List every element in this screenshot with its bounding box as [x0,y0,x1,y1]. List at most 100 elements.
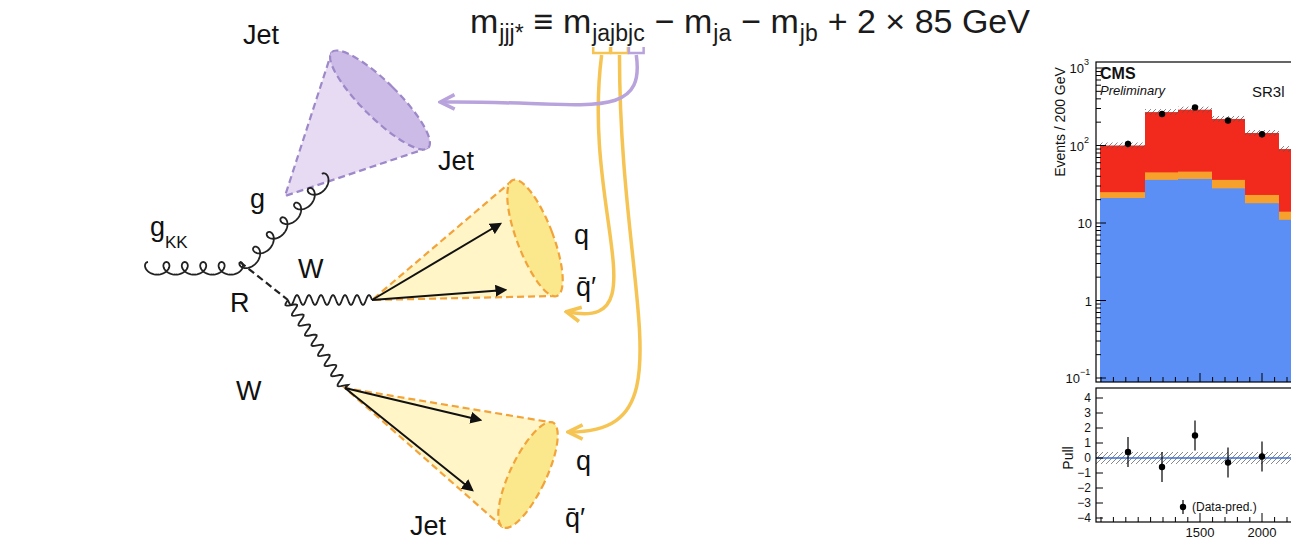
background-bar [1245,195,1279,382]
axis-tick [1113,377,1114,382]
tick-exponent: 3 [1084,58,1089,67]
background-bar [1279,220,1291,382]
axis-tick [1113,517,1114,522]
axis-tick [1212,377,1213,382]
tick-exponent: 2 [1084,135,1089,144]
jet-label: Jet [438,148,474,175]
axis-tick [1287,517,1288,522]
axis-tick [1096,300,1106,301]
jet-cone-mouth [496,174,574,303]
axis-tick [1096,312,1101,313]
background-bar [1178,172,1212,382]
axis-tick [1096,428,1103,429]
region-label: SR3l [1252,84,1285,99]
axis-tick [1096,398,1103,399]
axis-tick [1138,517,1139,522]
data-point [1192,104,1198,110]
axis-tick [1138,377,1139,382]
legend-label: (Data-pred.) [1192,501,1257,513]
bracket [629,47,644,53]
tick-label: −4 [1077,512,1091,524]
axis-tick [1096,277,1101,278]
plot-frame [1096,62,1291,382]
axis-tick [1101,377,1102,382]
tick-label: 10 [1070,139,1084,152]
particle-label: W [236,378,261,405]
axis-tick [1225,517,1226,522]
jet-label: Jet [243,22,279,49]
background-bar [1245,203,1279,382]
particle-label: g [250,186,265,213]
axis-tick [1274,517,1275,522]
formula-subscript: jajbjc [592,22,644,45]
axis-tick [1096,246,1101,247]
axis-tick [1200,513,1201,522]
axis-tick [1096,157,1101,158]
background-bar [1212,119,1245,382]
axis-tick [1125,377,1126,382]
axis-tick [1212,517,1213,522]
w-boson-line [285,300,348,388]
tick-label: 1 [1084,437,1091,449]
axis-tick [1096,443,1103,444]
axis-tick [1150,517,1151,522]
background-bar [1100,146,1145,383]
jet-cone [372,174,574,303]
axis-tick [1096,235,1101,236]
tick-label: 10 [1066,372,1080,385]
axis-tick [1096,162,1101,163]
uncertainty-band [1279,146,1291,152]
tick-label: 1500 [1186,526,1215,539]
data-point [1259,131,1265,137]
tick-label: 0 [1084,452,1091,464]
tick-label: 10 [1070,62,1084,75]
axis-tick [1096,186,1101,187]
bracket [611,47,628,53]
axis-tick [1096,304,1101,305]
pointer-arrow [570,55,640,432]
axis-tick [1150,377,1151,382]
background-bar [1279,149,1291,382]
pointer-arrow [442,55,637,105]
axis-tick [1096,149,1101,150]
data-point [1225,117,1231,123]
axis-tick [1096,122,1101,123]
tick-label: −1 [1077,467,1091,479]
axis-tick [1096,145,1106,146]
axis-tick [1237,377,1238,382]
axis-tick [1096,98,1101,99]
axis-tick [1096,317,1101,318]
particle-label: q̄′ [576,274,596,301]
axis-tick [1096,354,1101,355]
background-bar [1245,133,1279,382]
axis-tick [1274,377,1275,382]
axis-tick [1175,517,1176,522]
axis-tick [1096,253,1101,254]
bracket [593,47,610,53]
quark-arrow [372,224,500,300]
data-point [1159,464,1165,470]
jet-cone [345,388,569,535]
tick-label: 3 [1084,407,1091,419]
axis-tick [1096,226,1101,227]
experiment-label: CMS [1100,66,1136,82]
status-label: Preliminary [1100,84,1165,97]
jet-cone-mouth [487,415,569,535]
axis-tick [1163,517,1164,522]
data-point [1159,111,1165,117]
axis-tick [1096,341,1101,342]
background-bar [1145,180,1178,382]
axis-tick [1287,377,1288,382]
axis-tick [1101,517,1102,522]
axis-tick [1096,308,1101,309]
tick-label: 1 [1085,294,1092,307]
axis-tick [1096,473,1103,474]
jet-cone-mouth [319,39,441,160]
data-point [1225,459,1231,465]
data-point [1125,141,1131,147]
axis-tick [1096,153,1101,154]
tick-label: 4 [1084,392,1091,404]
formula-subscript: ja [713,22,731,45]
tick-label: 2000 [1248,526,1277,539]
